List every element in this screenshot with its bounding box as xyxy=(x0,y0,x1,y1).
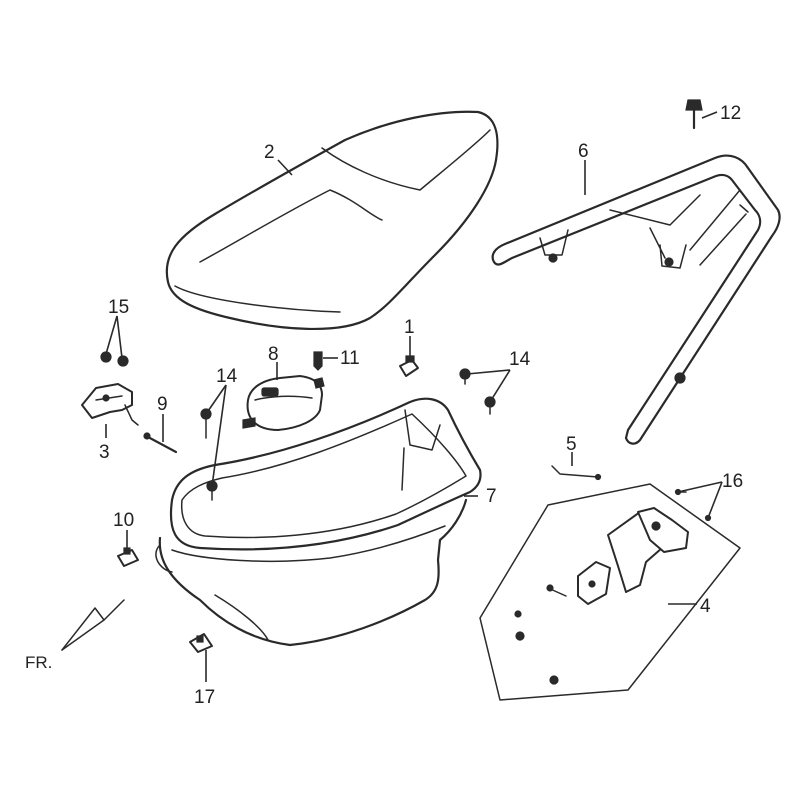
clip-nut-17-part xyxy=(189,633,213,653)
callout-16: 16 xyxy=(722,471,743,492)
nut-part xyxy=(100,351,129,367)
callout-15: 15 xyxy=(108,297,129,318)
clip-nut-10-part xyxy=(117,547,139,567)
hinge-pin-part xyxy=(143,432,178,454)
small-clip-part xyxy=(313,351,323,371)
callout-4: 4 xyxy=(700,596,711,617)
front-direction-label: FR. xyxy=(25,653,52,672)
callout-12: 12 xyxy=(720,103,741,124)
callout-9: 9 xyxy=(157,394,168,415)
bolt-part xyxy=(200,368,496,501)
hinge-bracket-part xyxy=(81,383,139,426)
seat-part xyxy=(165,110,499,331)
callout-17: 17 xyxy=(194,687,215,708)
front-direction-arrow: FR. xyxy=(25,599,125,672)
clip-nut-part xyxy=(399,355,419,377)
callout-labels: 1 2 3 4 5 6 7 8 9 10 11 12 14 14 15 16 1… xyxy=(99,103,743,708)
callout-6: 6 xyxy=(578,141,589,162)
callout-11: 11 xyxy=(340,348,360,369)
callout-1: 1 xyxy=(404,317,415,338)
seat-lock-assembly-part xyxy=(479,483,741,701)
callout-3: 3 xyxy=(99,442,110,463)
callout-10: 10 xyxy=(113,510,134,531)
callout-14-right: 14 xyxy=(509,349,531,370)
rear-carrier-part xyxy=(491,154,781,445)
rack-bolt-part xyxy=(685,99,703,130)
callout-5: 5 xyxy=(566,434,577,455)
helmet-box-part xyxy=(155,397,482,647)
callout-7: 7 xyxy=(486,486,497,507)
lid-part xyxy=(242,375,325,431)
cable-part xyxy=(551,465,602,481)
callout-2: 2 xyxy=(264,142,275,163)
callout-14-left: 14 xyxy=(216,366,238,387)
callout-8: 8 xyxy=(268,344,279,365)
leader-lines xyxy=(105,111,723,682)
